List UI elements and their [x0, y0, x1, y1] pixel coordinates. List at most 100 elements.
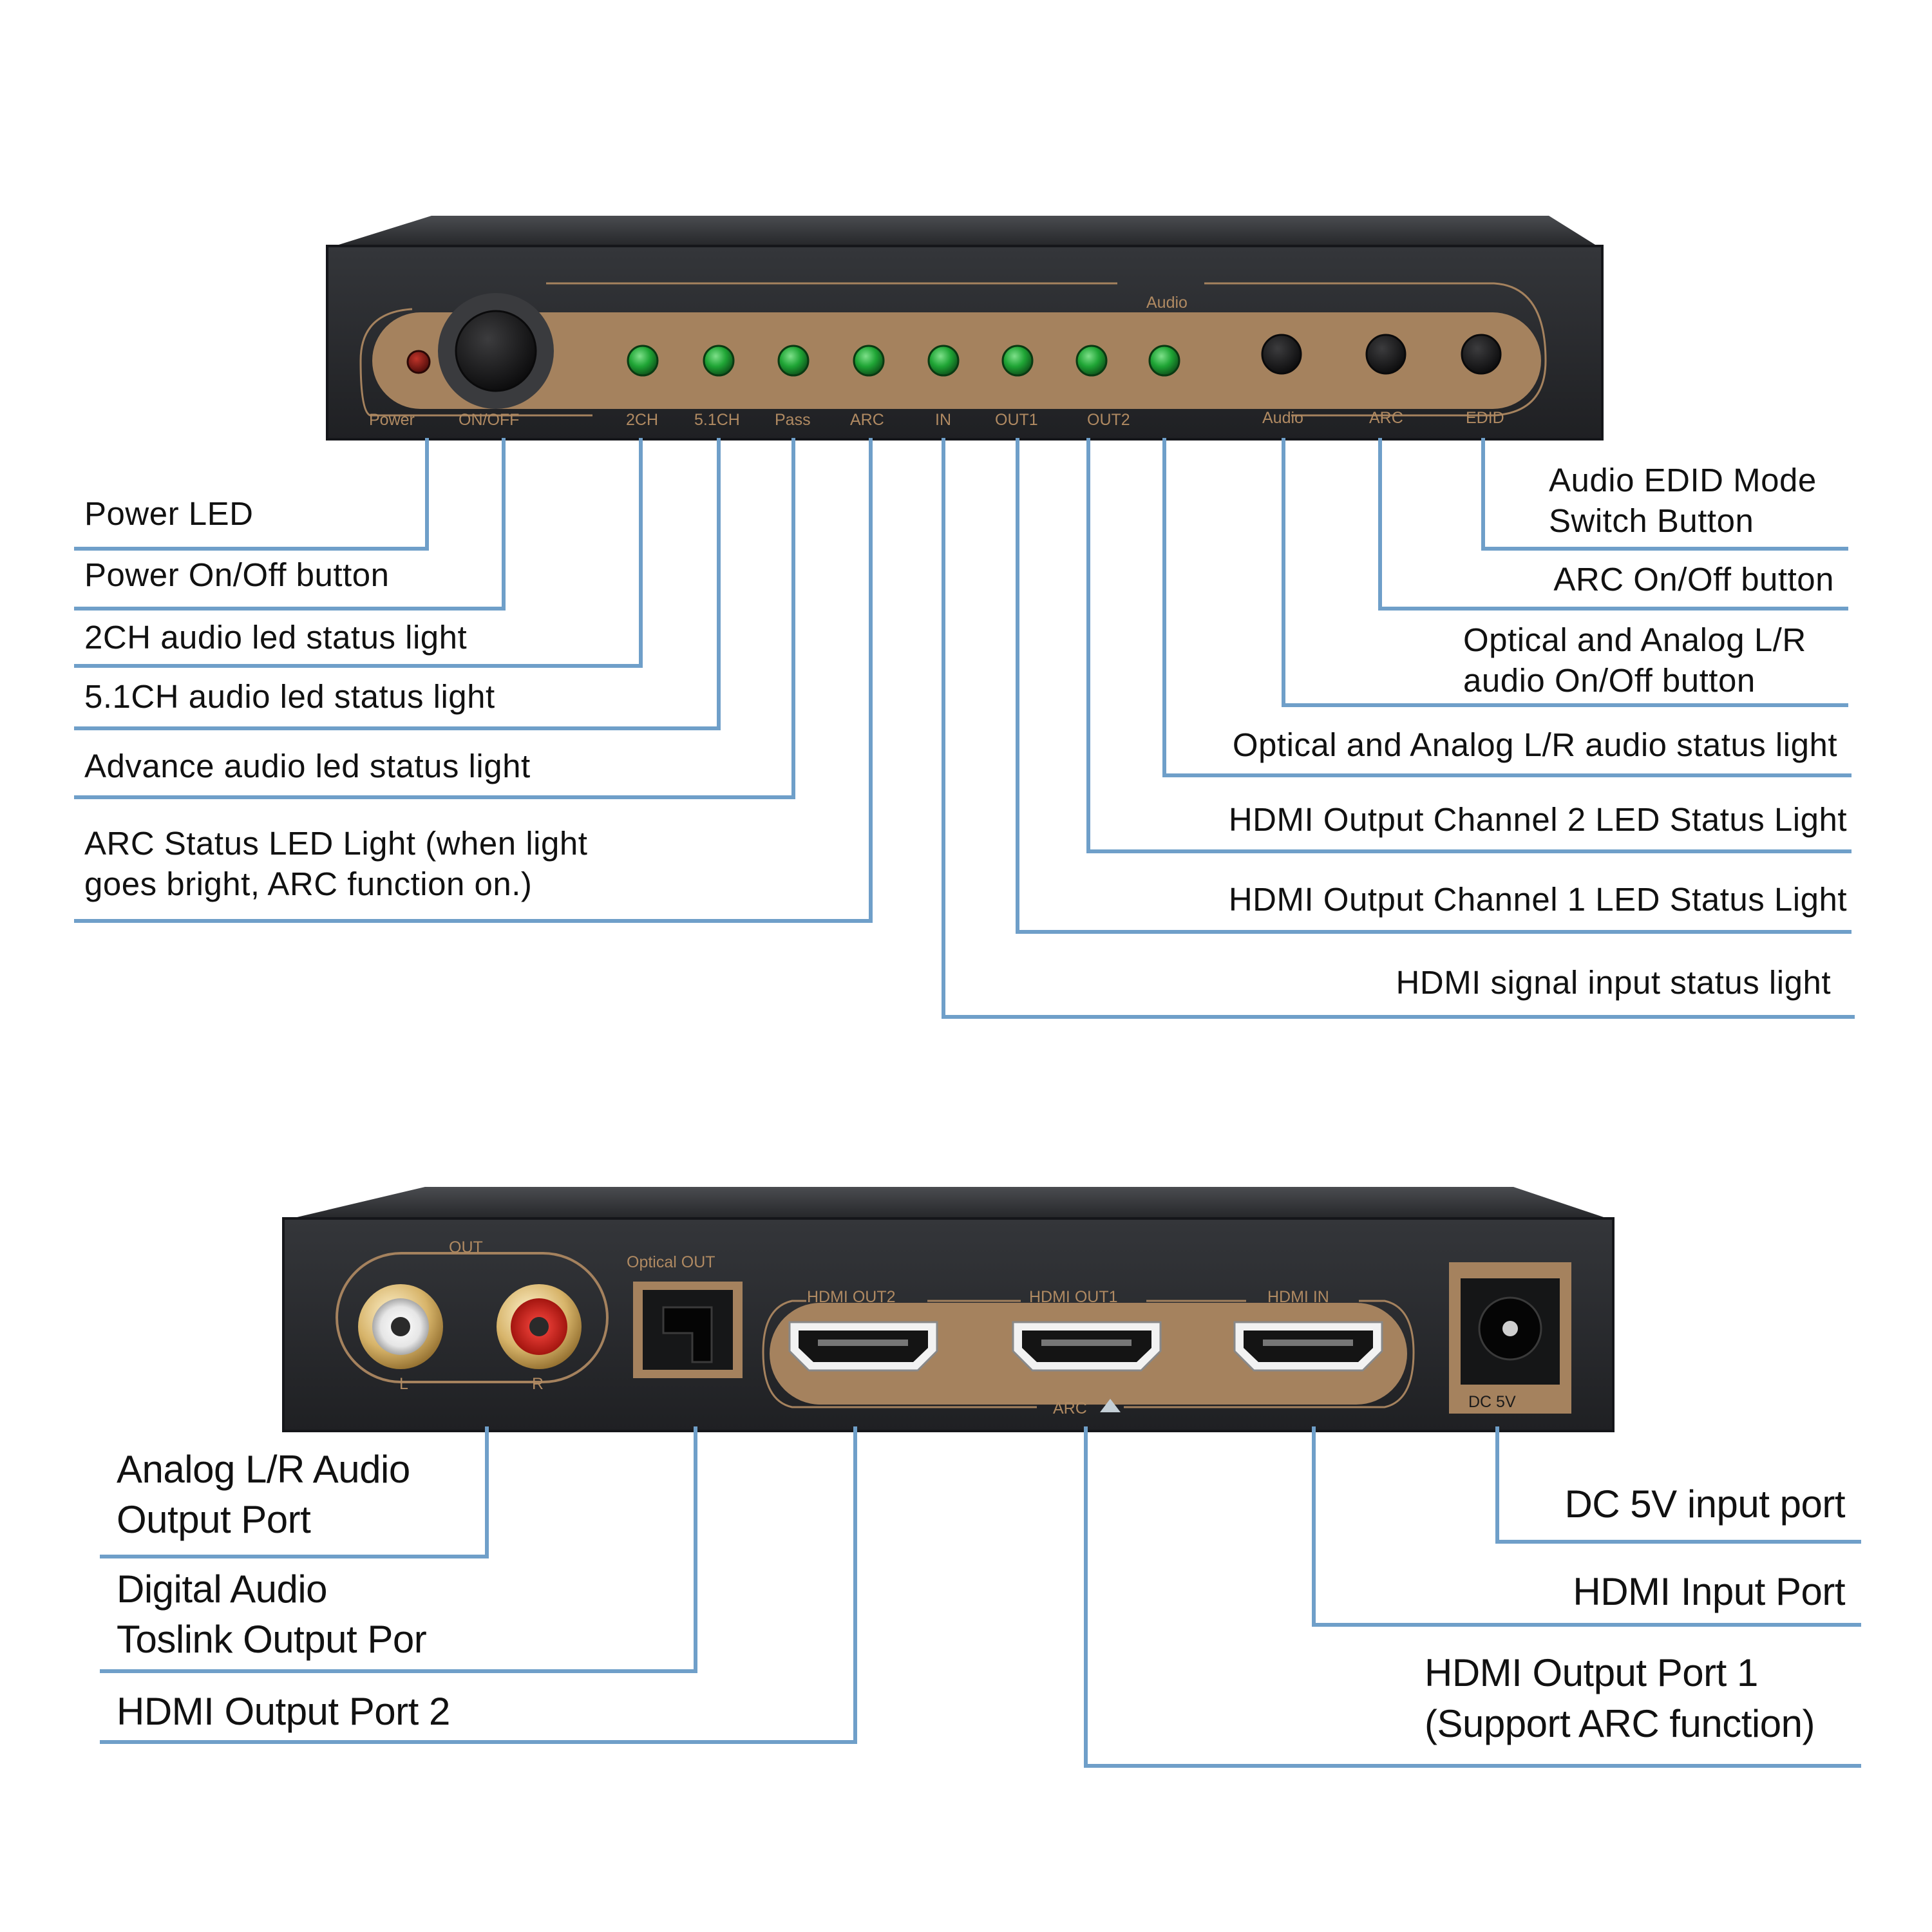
hdmi-out1-socket	[1022, 1331, 1151, 1362]
callout-dc5v: DC 5V input port	[1564, 1482, 1845, 1526]
front-panel-outline	[359, 282, 1547, 417]
hdmi-in-socket	[1244, 1331, 1373, 1362]
power-button[interactable]	[455, 310, 537, 392]
edid-button[interactable]	[1461, 334, 1502, 375]
front-label-pass: Pass	[775, 411, 811, 429]
dc-port-pin	[1502, 1321, 1518, 1336]
callout-hdmi-out2: HDMI Output Port 2	[117, 1690, 450, 1733]
front-callouts-left: Power LED Power On/Off button 2CH audio …	[84, 495, 587, 902]
leader-pass	[74, 438, 795, 799]
leader-arc-btn	[1378, 438, 1848, 611]
leader-arc	[74, 438, 873, 923]
front-leaders	[74, 438, 1855, 1019]
hdmi-out2-socket	[799, 1331, 928, 1362]
front-device-top	[328, 216, 1600, 248]
leader-2ch	[74, 438, 643, 668]
hdmi-out2-tongue	[818, 1340, 908, 1346]
callout-arc-led-line1: ARC Status LED Light (when light	[84, 825, 587, 862]
front-section-label: Audio	[1146, 294, 1188, 312]
back-device: OUT L R Optical OUT HDMI OUT2 HDMI OUT1 …	[282, 1187, 1615, 1432]
led-pass	[777, 345, 810, 377]
callout-out2-led: HDMI Output Channel 2 LED Status Light	[1229, 801, 1847, 838]
led-2ch	[627, 345, 659, 377]
leader-hdmi-out1	[1084, 1426, 1861, 1768]
leader-out1	[1016, 438, 1852, 934]
front-label-audio-btn: Audio	[1262, 409, 1303, 427]
callout-out1-led: HDMI Output Channel 1 LED Status Light	[1229, 881, 1847, 918]
led-audio	[1148, 345, 1180, 377]
callout-51ch-led: 5.1CH audio led status light	[84, 678, 495, 715]
leader-hdmi-in	[1312, 1426, 1861, 1627]
front-label-arc: ARC	[850, 411, 884, 429]
callout-analog-out-line2: Output Port	[117, 1498, 311, 1541]
rca-left-pin	[391, 1317, 410, 1336]
back-callouts-right: DC 5V input port HDMI Input Port HDMI Ou…	[1425, 1482, 1846, 1745]
leader-analog-out	[100, 1426, 489, 1558]
back-label-left: L	[399, 1375, 408, 1393]
front-device: Audio Power ON/OFF 2CH 5.1CH Pass ARC IN…	[326, 216, 1604, 440]
leader-dc5v	[1495, 1426, 1861, 1544]
front-label-edid-btn: EDID	[1466, 409, 1504, 427]
callout-edid-line1: Audio EDID Mode	[1549, 462, 1817, 498]
front-label-2ch: 2CH	[626, 411, 658, 429]
back-callouts-left: Analog L/R Audio Output Port Digital Aud…	[117, 1448, 450, 1733]
leader-power-button	[74, 438, 506, 611]
callout-audio-led: Optical and Analog L/R audio status ligh…	[1233, 726, 1837, 763]
leader-edid	[1481, 438, 1848, 551]
led-out1	[1001, 345, 1034, 377]
front-label-in: IN	[935, 411, 951, 429]
rca-right-pin	[529, 1317, 549, 1336]
callout-audio-button-line2: audio On/Off button	[1463, 662, 1756, 699]
hdmi-out1-tongue	[1041, 1340, 1132, 1346]
front-label-51ch: 5.1CH	[694, 411, 740, 429]
leader-in	[942, 438, 1855, 1019]
back-device-top	[283, 1187, 1613, 1220]
leader-out2	[1086, 438, 1852, 853]
callout-hdmi-out1-line1: HDMI Output Port 1	[1425, 1651, 1758, 1694]
back-leaders	[100, 1426, 1861, 1768]
callout-2ch-led: 2CH audio led status light	[84, 619, 467, 656]
callout-hdmi-in: HDMI Input Port	[1573, 1570, 1845, 1613]
callout-edid-line2: Switch Button	[1549, 502, 1754, 539]
front-label-out2: OUT2	[1087, 411, 1130, 429]
back-label-hdmi-in: HDMI IN	[1267, 1288, 1329, 1306]
callout-analog-out-line1: Analog L/R Audio	[117, 1448, 410, 1491]
back-label-out: OUT	[449, 1238, 483, 1256]
back-label-hdmi-out2: HDMI OUT2	[807, 1288, 896, 1306]
front-label-power: Power	[369, 411, 415, 429]
leader-51ch	[74, 438, 721, 730]
leader-optical-out	[100, 1426, 697, 1673]
led-in	[927, 345, 960, 377]
arc-arrow-icon	[1100, 1399, 1121, 1412]
rca-group-outline	[336, 1252, 609, 1383]
back-label-right: R	[532, 1375, 544, 1393]
hdmi-panel-outline	[762, 1300, 1415, 1408]
front-label-out1: OUT1	[995, 411, 1038, 429]
front-panel-labels: Power ON/OFF 2CH 5.1CH Pass ARC IN OUT1 …	[369, 409, 1504, 429]
leader-audio-btn	[1282, 438, 1848, 707]
callout-arc-button: ARC On/Off button	[1553, 561, 1834, 598]
back-label-arc: ARC	[1053, 1399, 1087, 1417]
led-out2	[1075, 345, 1108, 377]
led-arc	[853, 345, 885, 377]
back-label-dc5v: DC 5V	[1468, 1393, 1516, 1411]
callout-hdmi-out1-line2: (Support ARC function)	[1425, 1702, 1815, 1745]
callout-arc-led-line2: goes bright, ARC function on.)	[84, 866, 532, 902]
front-callouts-right: Audio EDID Mode Switch Button ARC On/Off…	[1229, 462, 1847, 1001]
leader-audio-led	[1162, 438, 1852, 777]
callout-power-led: Power LED	[84, 495, 253, 532]
arc-button[interactable]	[1365, 334, 1406, 375]
led-51ch	[703, 345, 735, 377]
back-label-hdmi-out1: HDMI OUT1	[1029, 1288, 1118, 1306]
callout-in-led: HDMI signal input status light	[1396, 964, 1831, 1001]
callout-power-button: Power On/Off button	[84, 556, 389, 593]
callout-optical-out-line2: Toslink Output Por	[117, 1618, 426, 1661]
callout-advance-led: Advance audio led status light	[84, 748, 531, 784]
audio-button[interactable]	[1261, 334, 1302, 375]
leader-power-led	[74, 438, 429, 551]
optical-port-slot	[662, 1306, 713, 1363]
leader-hdmi-out2	[100, 1426, 857, 1744]
front-label-on-off: ON/OFF	[459, 411, 519, 429]
callout-audio-button-line1: Optical and Analog L/R	[1463, 621, 1806, 658]
